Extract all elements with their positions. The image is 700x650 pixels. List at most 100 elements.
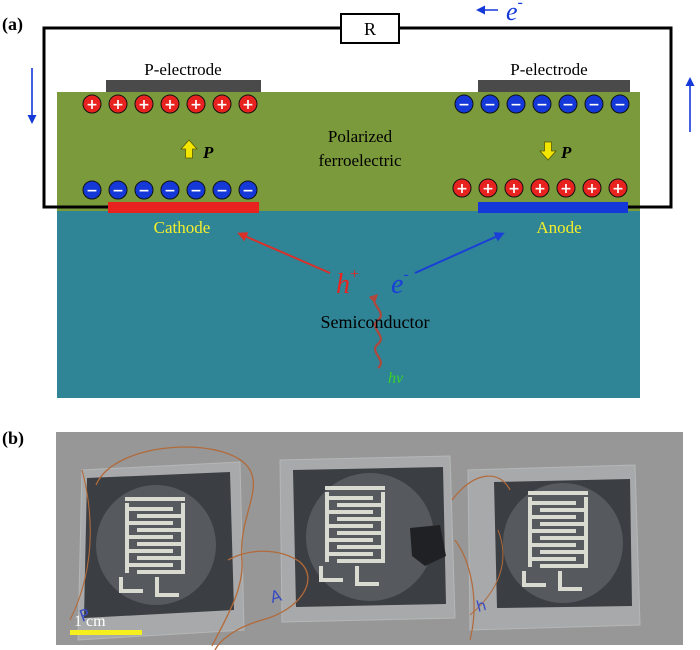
electrode-finger [540,522,588,526]
electrode-finger [125,521,173,525]
electrode-finger [337,559,385,563]
positive-charge [82,94,102,114]
negative-charges-bottom-left: −−−−−−− [82,180,258,200]
negative-charge-sign: − [510,97,522,113]
external-circuit-wire [42,26,673,209]
positive-charge-sign: + [586,181,598,197]
electron-label: e- [391,266,409,300]
electrode-finger [325,552,373,556]
positive-charge [530,178,550,198]
positive-charge-sign: + [508,181,520,197]
positive-charge [452,178,472,198]
anode-bar [478,202,628,213]
electrode-finger [325,538,373,542]
ink-mark-3: h [474,596,488,616]
positive-charge [608,178,628,198]
positive-charge-sign: + [216,97,228,113]
negative-charge-sign: − [190,183,202,199]
electrode-finger [540,564,588,568]
electrode-finger [325,486,385,490]
negative-charge [558,94,578,114]
device-photograph: P A h 1 cm [56,432,683,650]
positive-charge [186,94,206,114]
polarized-ferroelectric-label-line1: Polarized [328,127,393,146]
electrode-finger [137,528,185,532]
electrode-finger [337,531,385,535]
negative-charge [212,180,232,200]
electrode-finger [522,571,526,587]
electrode-finger [155,593,179,597]
positive-charge [134,94,154,114]
positive-charge [212,94,232,114]
cathode-bar [108,202,259,213]
negative-charge [82,180,102,200]
electrode-finger [540,536,588,540]
polarization-up-arrow [180,139,198,159]
cathode-label: Cathode [154,218,211,237]
electrode-finger [125,507,173,511]
positive-charge [582,178,602,198]
electrode-finger [337,503,385,507]
hole-label: h+ [336,266,359,300]
electrode-finger [125,549,173,553]
negative-charge [186,180,206,200]
negative-charge [134,180,154,200]
electrode-finger [528,491,588,495]
negative-charge [160,180,180,200]
electrode-finger [558,571,562,591]
copper-wire-2 [69,469,91,621]
electrode-finger [325,510,373,514]
electrode-finger [319,566,323,582]
electrode-finger [584,497,588,567]
electrode-finger [337,545,385,549]
electrode-finger [355,566,359,586]
negative-charges-top-right: −−−−−−− [454,94,630,114]
positive-charge-sign: + [560,181,572,197]
positive-charge [504,178,524,198]
p-electrode-left-label: P-electrode [144,60,221,79]
electrode-finger [137,514,185,518]
negative-charge [454,94,474,114]
electrode-finger [381,492,385,562]
negative-charge [610,94,630,114]
positive-charge [556,178,576,198]
positive-charge [478,178,498,198]
copper-wire-3 [214,550,309,650]
positive-charge [108,94,128,114]
electron-flow-label: e- [506,0,523,26]
electrode-finger [355,582,379,586]
photon-label: hv [388,370,404,387]
negative-charge-sign: − [112,183,124,199]
copper-wire-4 [451,475,511,641]
negative-charge-sign: − [138,183,150,199]
electrode-finger [337,517,385,521]
positive-charge-sign: + [164,97,176,113]
interdigitated-electrode-3 [522,491,588,591]
negative-charge-sign: − [86,183,98,199]
positive-charge-sign: + [534,181,546,197]
positive-charges-top-left: +++++++ [82,94,258,114]
resistor [340,13,400,44]
electron-arrow [414,232,505,274]
electrode-finger [528,543,576,547]
negative-charge-sign: − [216,183,228,199]
scale-bar [70,630,142,635]
ink-mark-2: A [268,586,284,607]
electrode-finger [528,557,576,561]
electrode-finger [181,503,185,573]
polarization-symbol-left: P [202,143,214,162]
negative-charge [108,180,128,200]
negative-charge-sign: − [484,97,496,113]
electrode-finger [528,515,576,519]
panel-a-label: (a) [2,14,23,35]
device-2-dark-defect [410,525,446,566]
electrode-finger [319,578,343,582]
electrode-finger [137,570,185,574]
negative-charge [584,94,604,114]
interdigitated-electrode-2 [319,486,385,586]
positive-charge-sign: + [112,97,124,113]
electrode-finger [325,524,373,528]
electrode-finger [125,497,185,501]
electrode-finger [125,563,173,567]
negative-charge [238,180,258,200]
